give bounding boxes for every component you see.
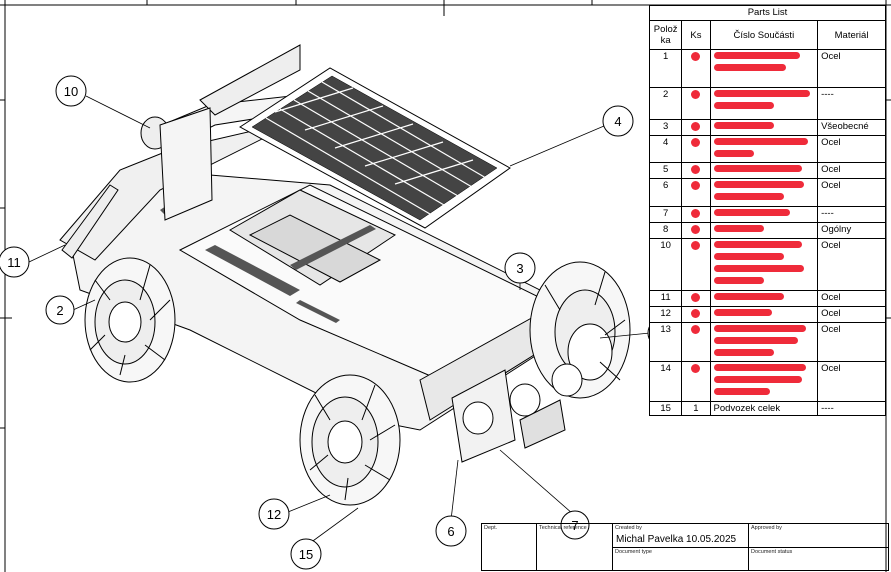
- table-row: 8 Ogólny: [648, 222, 886, 239]
- balloon-10: 10: [55, 75, 87, 107]
- svg-text:10: 10: [64, 84, 78, 99]
- redaction-mark: [713, 293, 784, 300]
- redaction-mark: [691, 325, 701, 334]
- redaction-mark: [691, 225, 701, 234]
- table-row: 2 ----: [648, 87, 886, 120]
- balloon-11: 11: [0, 246, 30, 278]
- wheel-rear-right: [529, 261, 631, 399]
- redaction-mark: [713, 349, 774, 356]
- svg-text:2: 2: [56, 303, 63, 318]
- redaction-mark: [713, 102, 774, 109]
- redaction-mark: [713, 325, 806, 332]
- header-material: Materiál: [817, 20, 886, 50]
- table-row: 1 Ocel: [648, 49, 886, 88]
- redaction-mark: [691, 181, 701, 190]
- balloon-7: 7: [560, 510, 590, 540]
- table-row: 13 Ocel: [648, 322, 886, 362]
- rear-bracket: [61, 107, 213, 259]
- redaction-mark: [691, 309, 701, 318]
- wheel-front-left: [84, 257, 176, 383]
- redaction-mark: [691, 90, 701, 99]
- redaction-mark: [713, 52, 800, 59]
- redaction-mark: [713, 337, 798, 344]
- created-by-cell: Created by Michal Pavelka 10.05.2025: [612, 524, 749, 548]
- redaction-mark: [691, 138, 701, 147]
- table-row: 3 Všeobecné: [648, 119, 886, 136]
- redaction-mark: [713, 209, 790, 216]
- table-row: 4 Ocel: [648, 135, 886, 163]
- redaction-mark: [691, 122, 701, 131]
- header-quantity: Ks: [681, 20, 711, 50]
- created-by-value: Michal Pavelka 10.05.2025: [616, 534, 737, 545]
- redaction-mark: [691, 52, 701, 61]
- table-row: 6 Ocel: [648, 178, 886, 207]
- svg-text:6: 6: [447, 524, 454, 539]
- redaction-mark: [691, 241, 701, 250]
- leader-lines: [28, 95, 651, 547]
- solar-panel: [239, 67, 511, 229]
- redaction-mark: [713, 253, 784, 260]
- redaction-mark: [713, 376, 802, 383]
- redaction-mark: [713, 388, 770, 395]
- balloon-12: 12: [258, 498, 290, 530]
- redaction-mark: [691, 165, 701, 174]
- table-row: 14 Ocel: [648, 361, 886, 402]
- redaction-mark: [713, 193, 784, 200]
- balloon-4: 4: [602, 105, 634, 137]
- header-part-number: Číslo Součásti: [709, 20, 819, 50]
- redaction-mark: [713, 90, 810, 97]
- redaction-mark: [713, 265, 804, 272]
- document-type-cell: Document type: [612, 548, 749, 570]
- approved-by-cell: Approved by: [748, 524, 888, 548]
- table-row: 11 Ocel: [648, 290, 886, 307]
- redaction-mark: [713, 122, 774, 129]
- svg-text:7: 7: [571, 518, 578, 533]
- balloon-6: 6: [435, 515, 467, 547]
- redaction-mark: [713, 150, 754, 157]
- table-row: 12 Ocel: [648, 306, 886, 323]
- svg-text:12: 12: [267, 507, 281, 522]
- redaction-mark: [691, 209, 701, 218]
- redaction-mark: [713, 241, 802, 248]
- title-block: Dept. Technical reference Created by Mic…: [481, 523, 889, 571]
- table-row: 5 Ocel: [648, 162, 886, 179]
- header-position: Polož ka: [648, 20, 683, 50]
- parts-list-table: Parts List Polož ka Ks Číslo Součásti Ma…: [648, 5, 886, 416]
- redaction-mark: [713, 165, 802, 172]
- wheel-front-right: [299, 374, 401, 506]
- document-status-cell: Document status: [748, 548, 888, 570]
- redaction-mark: [691, 364, 701, 373]
- balloon-15: 15: [290, 538, 322, 570]
- svg-text:11: 11: [7, 255, 21, 270]
- redaction-mark: [713, 64, 786, 71]
- techref-cell: Technical reference: [536, 524, 613, 570]
- redaction-mark: [713, 138, 808, 145]
- table-row: 7 ----: [648, 206, 886, 223]
- redaction-mark: [713, 309, 772, 316]
- svg-text:3: 3: [516, 261, 523, 276]
- redaction-mark: [713, 277, 764, 284]
- dept-cell: Dept.: [484, 525, 498, 531]
- svg-text:4: 4: [614, 114, 621, 129]
- chassis: [59, 44, 561, 431]
- redaction-mark: [713, 364, 806, 371]
- balloon-3: 3: [504, 252, 536, 284]
- redaction-mark: [713, 225, 764, 232]
- table-row: 15 1 Podvozek celek ----: [648, 401, 886, 416]
- redaction-mark: [691, 293, 701, 302]
- parts-list-title: Parts List: [649, 5, 886, 21]
- ultrasonic-sensor: [451, 363, 583, 463]
- redaction-mark: [713, 181, 804, 188]
- svg-text:15: 15: [299, 547, 313, 562]
- table-row: 10 Ocel: [648, 238, 886, 291]
- balloon-2: 2: [45, 295, 75, 325]
